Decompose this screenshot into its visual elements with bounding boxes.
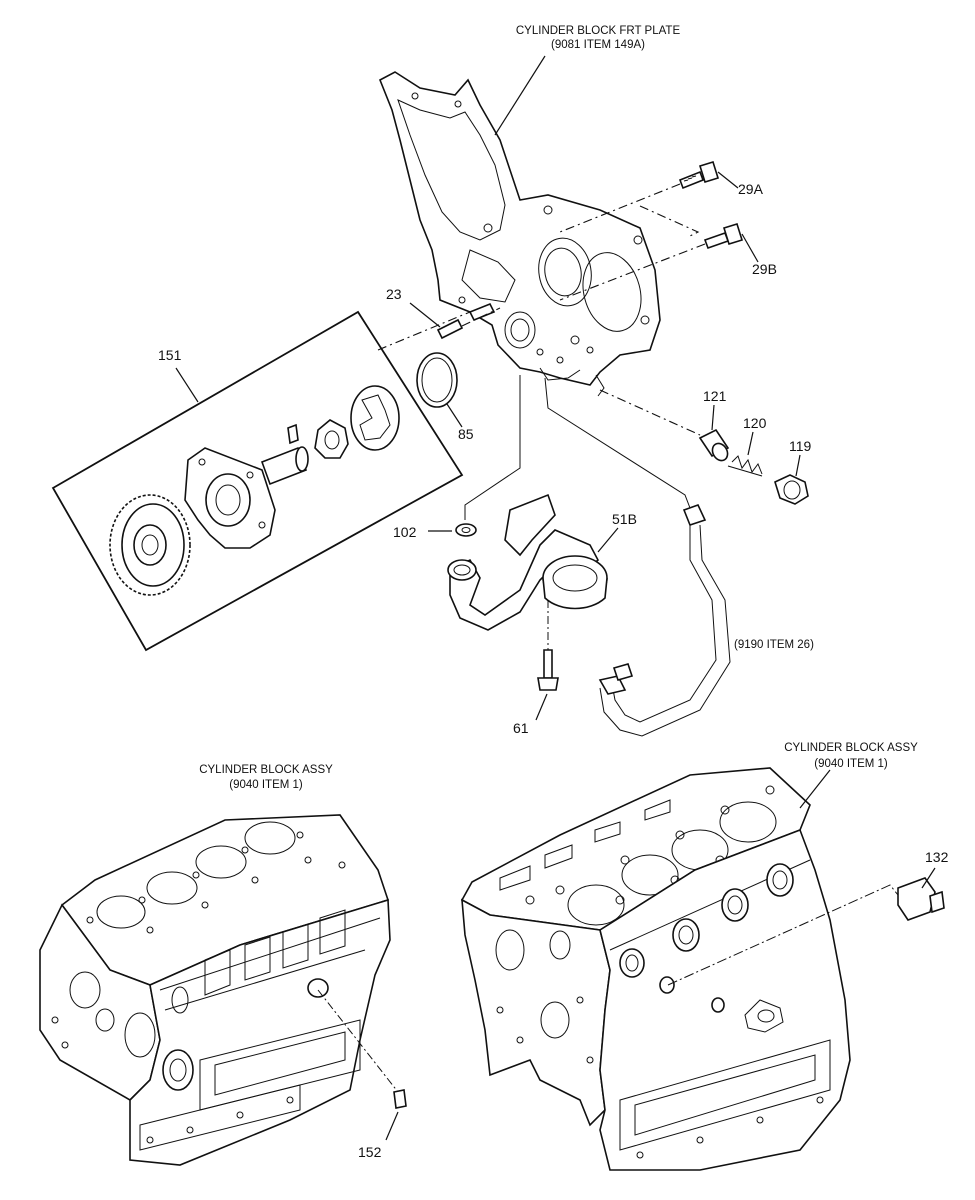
callout-119: 119 [789,438,812,454]
oil-strainer-51b [447,493,608,631]
block-right-leader [799,769,831,809]
cylinder-block-front-plate [378,71,661,397]
callout-121: 121 [703,388,727,404]
block-right-title: CYLINDER BLOCK ASSY [784,742,918,754]
spring-120 [727,455,763,477]
callout-29a: 29A [738,181,764,197]
callout-23: 23 [386,286,402,302]
bolt-29a-dashline [559,183,681,233]
frt-plate-leader [494,55,546,136]
oil-pressure-switch-132 [897,877,945,921]
bolt-29b-dashline [559,243,706,301]
cylinder-block-left [39,814,391,1166]
oil-pump-assembly-box [51,310,464,652]
plunger-121 [698,428,730,462]
washer-leader [464,375,521,520]
frt-plate-title: CYLINDER BLOCK FRT PLATE [516,25,681,37]
plug-152 [393,1089,407,1109]
bolt-29a [678,161,720,190]
inner-rotor [314,419,349,459]
frt-plate-ref: (9081 ITEM 149A) [551,39,645,51]
callout-151: 151 [158,347,182,363]
callout-132: 132 [925,849,949,865]
oil-pump-drive-gear [109,494,191,596]
plug-119 [774,474,809,505]
washer-102 [455,523,477,537]
bolt-61 [537,649,559,691]
callout-29b: 29B [752,261,777,277]
oil-pressure-port [659,976,675,994]
oil-tube [598,504,731,737]
bolt-bracket-dashline [639,205,700,237]
oil-pump-housing [184,447,276,549]
o-ring-85 [416,352,458,408]
dowel-pin-23 [436,302,496,340]
block-right-ref: (9040 ITEM 1) [814,758,888,770]
callout-61: 61 [513,720,529,736]
block-left-title: CYLINDER BLOCK ASSY [199,764,333,776]
callout-152: 152 [358,1144,382,1160]
cylinder-block-right [460,767,851,1171]
bolt-29b [703,223,744,250]
callout-120: 120 [743,415,767,431]
callout-85: 85 [458,426,474,442]
outer-rotor [350,385,400,451]
callout-102: 102 [393,524,417,540]
oil-pump-shaft [260,423,309,486]
tube-ref-label: (9190 ITEM 26) [734,639,814,651]
callout-51b: 51B [612,511,637,527]
block-left-ref: (9040 ITEM 1) [229,779,303,791]
